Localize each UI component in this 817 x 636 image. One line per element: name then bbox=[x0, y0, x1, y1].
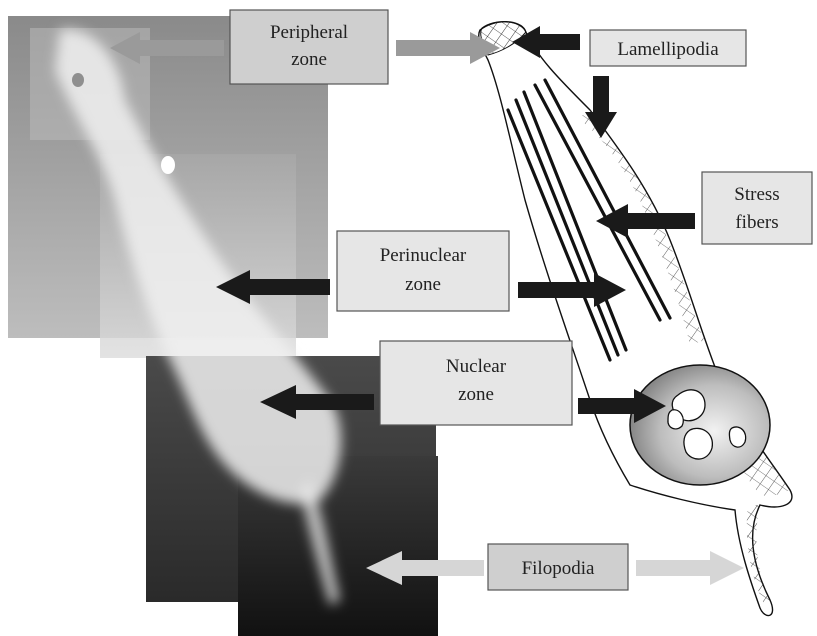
label-lamellipodia: Lamellipodia bbox=[590, 30, 746, 66]
cell-outline bbox=[479, 22, 792, 616]
fluorescent-spot bbox=[161, 156, 175, 174]
label-lamellipodia-text: Lamellipodia bbox=[617, 39, 719, 60]
label-stress-line2: fibers bbox=[735, 212, 778, 233]
nucleus bbox=[630, 365, 770, 485]
label-nuclear-line1: Nuclear bbox=[446, 356, 507, 377]
label-peripheral-zone: Peripheral zone bbox=[230, 10, 388, 84]
label-peripheral-line2: zone bbox=[291, 49, 327, 70]
label-perinuclear-line2: zone bbox=[405, 274, 441, 295]
micrograph-mosaic bbox=[8, 16, 438, 636]
label-perinuclear-zone: Perinuclear zone bbox=[337, 231, 509, 311]
nucleolus-3 bbox=[668, 410, 683, 429]
label-stress-line1: Stress bbox=[734, 184, 779, 205]
label-stress-fibers: Stress fibers bbox=[702, 172, 812, 244]
label-peripheral-line1: Peripheral bbox=[270, 22, 348, 43]
label-nuclear-line2: zone bbox=[458, 384, 494, 405]
label-nuclear-zone: Nuclear zone bbox=[380, 341, 572, 425]
fluorescent-dark-spot bbox=[72, 73, 84, 87]
filopodium-hatch bbox=[747, 505, 770, 604]
label-filopodia-text: Filopodia bbox=[522, 558, 595, 579]
label-filopodia: Filopodia bbox=[488, 544, 628, 590]
arrow-filopodia-right bbox=[636, 551, 744, 585]
label-perinuclear-line1: Perinuclear bbox=[380, 245, 467, 266]
nucleolus-4 bbox=[729, 427, 745, 447]
cell-drawing bbox=[479, 22, 792, 616]
nucleolus-2 bbox=[684, 428, 712, 459]
